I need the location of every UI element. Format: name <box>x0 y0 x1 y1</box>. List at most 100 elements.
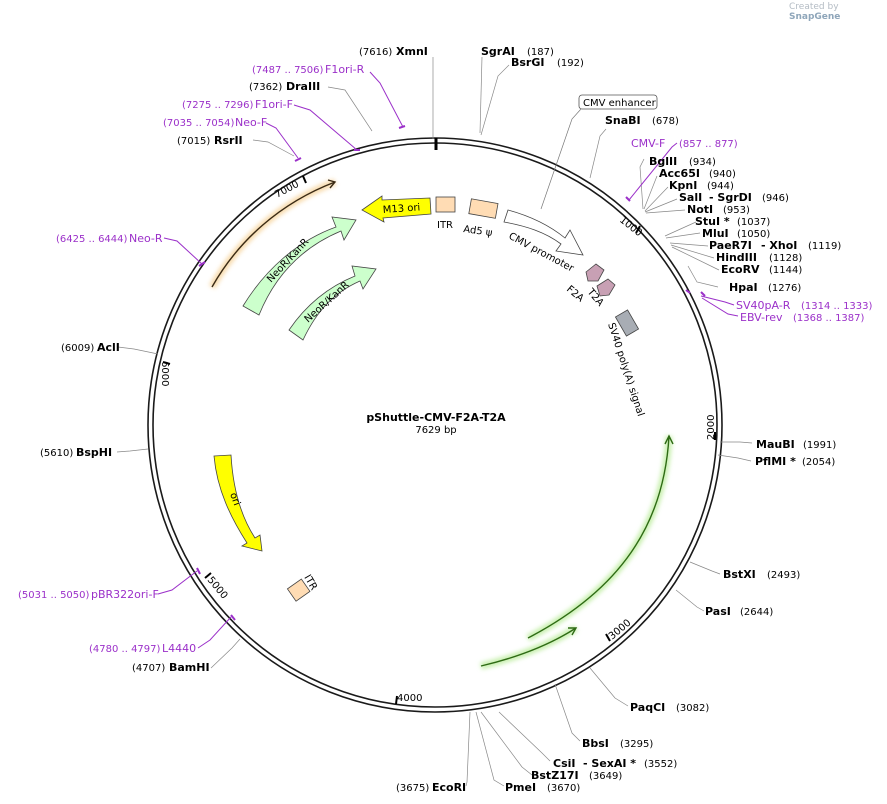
ad5-psi-label: Ad5 ψ <box>463 224 494 239</box>
enzyme-snabi[interactable]: SnaBI <box>605 114 641 127</box>
enzyme-sgrai-pos: (187) <box>527 47 554 58</box>
primer-connectors <box>157 71 739 649</box>
primer-neo-f[interactable]: Neo-F <box>235 116 267 129</box>
tick-label-6000: 6000 <box>159 361 170 386</box>
primer-cmv-f[interactable]: CMV-F <box>631 137 665 150</box>
enzyme-mlui-pos: (1050) <box>737 229 770 240</box>
primer-neo-r-range: (6425 .. 6444) <box>56 234 128 245</box>
enzyme-noti[interactable]: NotI <box>687 203 713 216</box>
enzyme-bstxi[interactable]: BstXI <box>723 568 756 581</box>
enzyme-bstxi-pos: (2493) <box>767 570 800 581</box>
sv40-polya-box <box>614 309 640 337</box>
primer-ebv-rev-range: (1368 .. 1387) <box>793 313 865 324</box>
enzyme-hpai[interactable]: HpaI <box>729 281 758 294</box>
enzyme-acc65i-pos: (940) <box>709 169 736 180</box>
enzyme-mlui[interactable]: MluI <box>702 227 729 240</box>
enzyme-pmei[interactable]: PmeI <box>505 781 536 794</box>
enzyme-bbsi-pos: (3295) <box>620 739 653 750</box>
primer-f1ori-f[interactable]: F1ori-F <box>255 98 293 111</box>
itr-bottom-box <box>286 578 311 602</box>
enzyme-bsrgi-pos: (192) <box>557 58 584 69</box>
enzyme-stui-pos: (1037) <box>737 217 770 228</box>
enzyme-paqci-pos: (3082) <box>676 703 709 714</box>
enzyme-bglii[interactable]: BglII <box>649 155 677 168</box>
enzyme-bstz17i[interactable]: BstZ17I <box>531 769 579 782</box>
cmv-promoter-arrow: CMV promoter <box>503 209 584 275</box>
primer-neo-f-range: (7035 .. 7054) <box>163 118 235 129</box>
primer-l4440[interactable]: L4440 <box>162 642 196 655</box>
enzyme-bbsi[interactable]: BbsI <box>582 737 609 750</box>
enzyme-acli[interactable]: AclI <box>97 341 120 354</box>
primer-cmv-f-range: (857 .. 877) <box>679 139 738 150</box>
enzyme-sgrai[interactable]: SgrAI <box>481 45 515 58</box>
enzyme-sali-pos: (946) <box>762 193 789 204</box>
enzyme-draiii[interactable]: DraIII <box>286 80 320 93</box>
enzyme-stui[interactable]: StuI * <box>695 215 730 228</box>
enzyme-bsphi-pos: (5610) <box>40 448 73 459</box>
enzyme-ecori-pos: (3675) <box>396 783 429 794</box>
enzyme-snabi-pos: (678) <box>652 116 679 127</box>
enzyme-bamhi[interactable]: BamHI <box>169 661 210 674</box>
f2a-arrow <box>585 263 605 282</box>
primer-f1ori-f-range: (7275 .. 7296) <box>182 100 254 111</box>
enzyme-sexai[interactable]: - SexAI * <box>583 757 636 770</box>
plasmid-name: pShuttle-CMV-F2A-T2A <box>366 411 506 424</box>
enzyme-sali[interactable]: SalI <box>679 191 702 204</box>
enzyme-maubi-pos: (1991) <box>803 440 836 451</box>
primer-sv40pa-r[interactable]: SV40pA-R <box>736 299 791 312</box>
primer-neo-r[interactable]: Neo-R <box>129 232 163 245</box>
primer-pbr322ori-f-range: (5031 .. 5050) <box>18 590 90 601</box>
ori-label: ori <box>227 491 242 507</box>
enzyme-ecorv-pos: (1144) <box>769 265 802 276</box>
enzyme-ecorv[interactable]: EcoRV <box>721 263 760 276</box>
neokanr-inner-label: NeoR/KanR <box>303 280 352 326</box>
orange-feature-track <box>208 178 337 289</box>
enzyme-bglii-pos: (934) <box>689 157 716 168</box>
enzyme-maubi[interactable]: MauBI <box>756 438 795 451</box>
enzyme-bsrgi[interactable]: BsrGI <box>511 56 544 69</box>
primer-pbr322ori-f[interactable]: pBR322ori-F <box>91 588 159 601</box>
f2a-label: F2A <box>564 284 586 305</box>
enzyme-sgrdi[interactable]: - SgrDI <box>709 191 752 204</box>
primer-sv40pa-r-range: (1314 .. 1333) <box>801 301 873 312</box>
enzyme-xmni[interactable]: XmnI <box>396 45 428 58</box>
cmv-enhancer-box <box>578 94 658 110</box>
enzyme-rsrii[interactable]: RsrII <box>214 134 243 147</box>
ori-arrow: ori <box>213 454 263 552</box>
enzyme-hindiii[interactable]: HindIII <box>716 251 757 264</box>
enzyme-paer7i[interactable]: PaeR7I <box>709 239 752 252</box>
enzyme-pmei-pos: (3670) <box>547 783 580 794</box>
enzyme-acc65i[interactable]: Acc65I <box>659 167 700 180</box>
primer-ebv-rev[interactable]: EBV-rev <box>740 311 783 324</box>
enzyme-rsrii-pos: (7015) <box>177 136 210 147</box>
enzyme-noti-pos: (953) <box>723 205 750 216</box>
m13-ori-arrow: M13 ori <box>361 195 432 223</box>
enzyme-csii[interactable]: CsiI <box>553 757 575 770</box>
enzyme-xmni-pos: (7616) <box>359 47 392 58</box>
enzyme-connectors <box>116 56 753 787</box>
primer-l4440-range: (4780 .. 4797) <box>89 644 161 655</box>
ad5-psi-box <box>468 198 499 219</box>
tick-label-2000: 2000 <box>706 415 717 440</box>
enzyme-paer7i-pos: (1119) <box>808 241 841 252</box>
enzyme-xhoi[interactable]: - XhoI <box>761 239 797 252</box>
enzyme-pflmi[interactable]: PflMI * <box>755 455 796 468</box>
enzyme-bsphi[interactable]: BspHI <box>76 446 112 459</box>
enzyme-draiii-pos: (7362) <box>249 82 282 93</box>
enzyme-kpni[interactable]: KpnI <box>669 179 697 192</box>
cmv-enhancer-label: CMV enhancer <box>583 98 657 109</box>
neokanr-outer-label: NeoR/KanR <box>265 237 311 285</box>
enzyme-ecori[interactable]: EcoRI <box>432 781 466 794</box>
tick-label-5000: 5000 <box>205 575 230 602</box>
enzyme-pasi[interactable]: PasI <box>705 605 731 618</box>
primer-f1ori-r[interactable]: F1ori-R <box>325 63 365 76</box>
enzyme-paqci[interactable]: PaqCI <box>630 701 665 714</box>
sv40-polya-label: SV40 poly(A) signal <box>605 322 646 418</box>
m13-ori-label: M13 ori <box>382 202 420 216</box>
enzyme-pflmi-pos: (2054) <box>802 457 835 468</box>
tick-marks <box>162 175 716 705</box>
enzyme-hpai-pos: (1276) <box>768 283 801 294</box>
enzyme-kpni-pos: (944) <box>707 181 734 192</box>
primer-f1ori-r-range: (7487 .. 7506) <box>252 65 324 76</box>
